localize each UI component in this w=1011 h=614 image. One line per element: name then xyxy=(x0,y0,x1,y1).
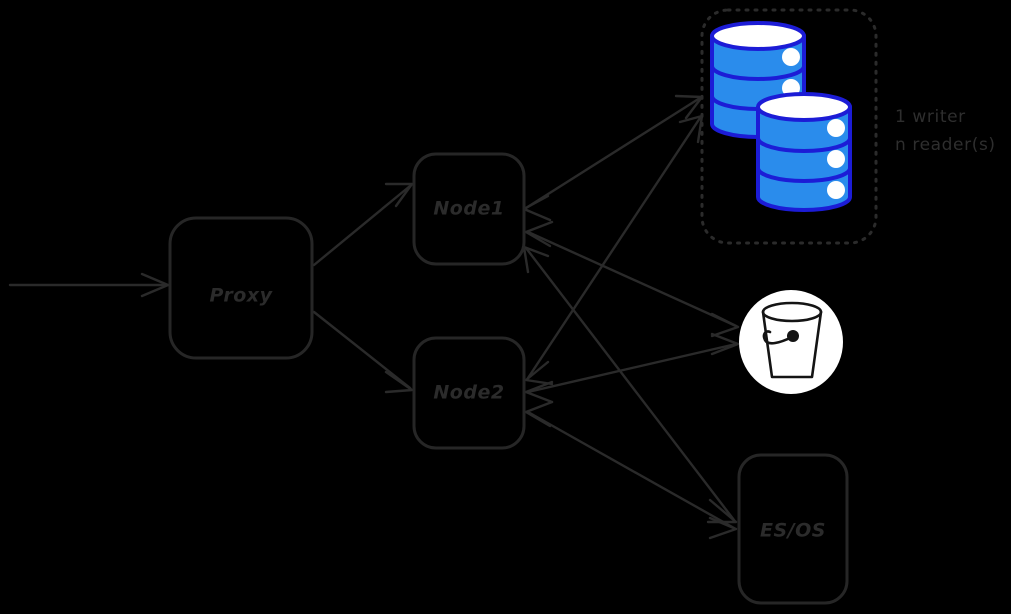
edges-layer xyxy=(8,94,740,540)
node2-box[interactable] xyxy=(412,336,526,450)
proxy-node[interactable]: Proxy xyxy=(168,216,314,360)
annotation-line-1: 1 writer xyxy=(895,107,966,127)
front-cylinder-led-3 xyxy=(827,181,845,199)
bucket-circle-background xyxy=(739,290,843,394)
database-annotation: 1 writer n reader(s) xyxy=(895,107,996,155)
back-cylinder-led-1 xyxy=(782,48,800,66)
front-cylinder-led-2 xyxy=(827,150,845,168)
proxy-label: Proxy xyxy=(210,285,274,307)
node2-label: Node2 xyxy=(433,382,504,404)
front-cylinder-rib-1 xyxy=(756,136,852,153)
node1-label: Node1 xyxy=(433,198,504,220)
bucket-handle-knob xyxy=(787,330,799,342)
bucket-body xyxy=(761,310,823,379)
annotation-line-2: n reader(s) xyxy=(895,135,996,155)
edge-node2-to-database xyxy=(524,114,704,386)
front-cylinder-led-1 xyxy=(827,119,845,137)
node1-node[interactable]: Node1 xyxy=(412,152,526,266)
front-cylinder-body xyxy=(756,105,852,212)
esos-box[interactable] xyxy=(737,453,849,605)
front-cylinder-top xyxy=(756,92,852,122)
edge-node2-to-esos xyxy=(524,400,738,540)
database-group[interactable] xyxy=(700,8,878,245)
edge-proxy-to-node1 xyxy=(312,182,414,267)
proxy-box[interactable] xyxy=(168,216,314,360)
edge-node2-to-bucket xyxy=(524,332,740,404)
edge-node1-to-database xyxy=(522,94,704,222)
edge-client-to-proxy xyxy=(8,272,170,298)
bucket-icon[interactable] xyxy=(739,290,843,394)
node2-node[interactable]: Node2 xyxy=(412,336,526,450)
esos-label: ES/OS xyxy=(760,520,826,542)
bucket-handle xyxy=(762,330,794,345)
esos-node[interactable]: ES/OS xyxy=(737,453,849,605)
database-cylinder-front[interactable] xyxy=(756,92,852,212)
back-cylinder-rib-1 xyxy=(710,64,806,81)
edge-node1-to-bucket xyxy=(524,220,740,338)
database-group-border xyxy=(700,8,878,245)
bucket-rim xyxy=(761,301,823,323)
back-cylinder-top xyxy=(710,21,806,51)
front-cylinder-rib-2 xyxy=(756,166,852,183)
node1-box[interactable] xyxy=(412,152,526,266)
edge-proxy-to-node2 xyxy=(312,310,414,394)
